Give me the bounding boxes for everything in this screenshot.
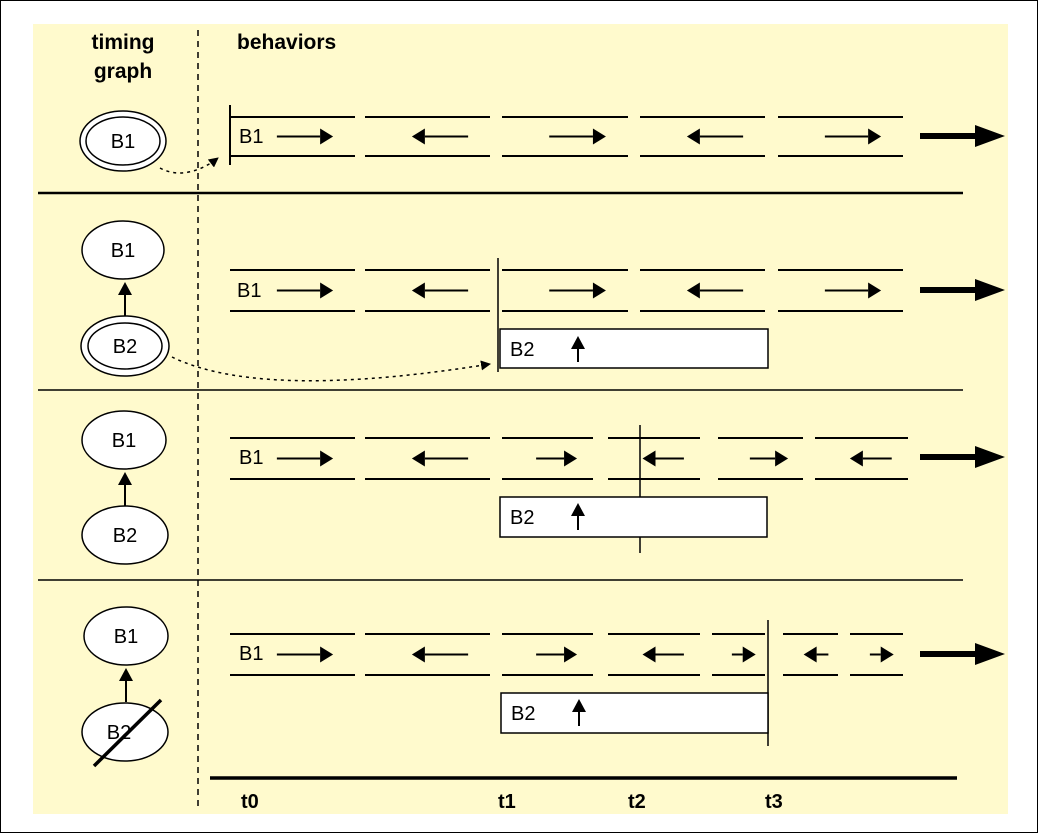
behaviors-header: behaviors — [237, 31, 336, 54]
continue-arrow-1 — [920, 125, 1005, 147]
b1-behavior-row-1 — [230, 116, 903, 157]
node-b1-label: B1 — [111, 240, 135, 262]
left-arrow-icon — [411, 450, 469, 467]
right-arrow-icon — [276, 282, 334, 299]
right-arrow-icon — [536, 646, 578, 663]
b2-behavior-label: B2 — [510, 339, 534, 361]
dependency-arrow — [119, 668, 133, 702]
node-b1-label: B1 — [111, 131, 135, 153]
section-1: B1 B1 — [79, 105, 1005, 174]
left-arrow-icon — [849, 450, 892, 467]
b1-behavior-label: B1 — [237, 280, 261, 302]
left-arrow-icon — [642, 646, 684, 663]
node-b2-label: B2 — [113, 336, 137, 358]
left-arrow-icon — [686, 282, 744, 299]
node-b2 — [81, 505, 169, 565]
up-arrow-icon — [119, 668, 133, 681]
right-arrow-icon — [824, 282, 882, 299]
up-arrow-icon — [572, 699, 586, 712]
big-arrow-head-icon — [975, 279, 1005, 301]
time-label-t1: t1 — [498, 791, 516, 813]
b2-behavior-box — [499, 496, 768, 538]
up-arrow-icon — [118, 472, 132, 485]
node-b1 — [83, 606, 169, 666]
section-3: B1 B2 B1 B2 — [81, 410, 1005, 565]
big-arrow-head-icon — [975, 125, 1005, 147]
right-arrow-icon — [731, 646, 756, 663]
b1-behavior-row-2 — [230, 269, 903, 312]
up-arrow-icon — [118, 282, 132, 295]
b2-behavior-label: B2 — [511, 703, 535, 725]
section-2: B1 B2 B1 B2 — [80, 220, 1005, 382]
continue-arrow-2 — [920, 279, 1005, 301]
b1-behavior-row-3 — [230, 437, 908, 480]
timing-graph-header-line1: timing — [92, 31, 155, 54]
right-arrow-icon — [536, 450, 578, 467]
b2-behavior-label: B2 — [510, 507, 534, 529]
node-b1 — [81, 410, 167, 470]
node-b2-active — [87, 322, 163, 370]
left-arrow-icon — [686, 128, 744, 145]
b1-behavior-label: B1 — [239, 447, 263, 469]
left-arrow-icon — [411, 646, 469, 663]
continue-arrow-3 — [920, 446, 1005, 468]
left-arrow-icon — [411, 282, 469, 299]
continue-arrow-4 — [920, 643, 1005, 665]
time-label-t0: t0 — [241, 791, 259, 813]
timing-graph-header-line2: graph — [94, 60, 152, 83]
b1-behavior-row-4 — [230, 633, 903, 676]
right-arrow-icon — [276, 646, 334, 663]
node-b1-label: B1 — [114, 626, 138, 648]
left-arrow-icon — [411, 128, 469, 145]
time-label-t3: t3 — [765, 791, 783, 813]
b2-up-arrow — [571, 336, 585, 362]
b2-up-arrow — [571, 503, 585, 530]
left-arrow-icon — [803, 646, 829, 663]
b1-behavior-label: B1 — [239, 643, 263, 665]
node-b2-terminated — [81, 702, 169, 762]
b1-behavior-label: B1 — [239, 126, 263, 148]
right-arrow-icon — [276, 128, 334, 145]
up-arrow-icon — [571, 503, 585, 516]
node-b1-label: B1 — [112, 430, 136, 452]
right-arrow-icon — [549, 282, 606, 299]
section-4: B1 B2 B1 B2 — [81, 606, 1005, 768]
dependency-arrow — [118, 472, 132, 506]
left-arrow-icon — [642, 450, 684, 467]
time-label-t2: t2 — [628, 791, 646, 813]
right-arrow-icon — [549, 128, 606, 145]
right-arrow-icon — [276, 450, 334, 467]
strike-through-line — [92, 698, 163, 768]
b2-behavior-box — [500, 692, 769, 734]
node-b2-label: B2 — [113, 525, 137, 547]
right-arrow-icon — [749, 450, 789, 467]
big-arrow-head-icon — [975, 643, 1005, 665]
b2-up-arrow — [572, 699, 586, 726]
right-arrow-icon — [824, 128, 882, 145]
activation-dotted-arrow-1 — [159, 157, 219, 174]
node-b1-active — [85, 116, 161, 166]
dependency-arrow — [118, 282, 132, 316]
b2-behavior-box — [499, 328, 769, 369]
node-b1 — [81, 220, 165, 280]
up-arrow-icon — [571, 336, 585, 349]
big-arrow-head-icon — [975, 446, 1005, 468]
node-b2-label: B2 — [107, 722, 131, 744]
right-arrow-icon — [869, 646, 894, 663]
